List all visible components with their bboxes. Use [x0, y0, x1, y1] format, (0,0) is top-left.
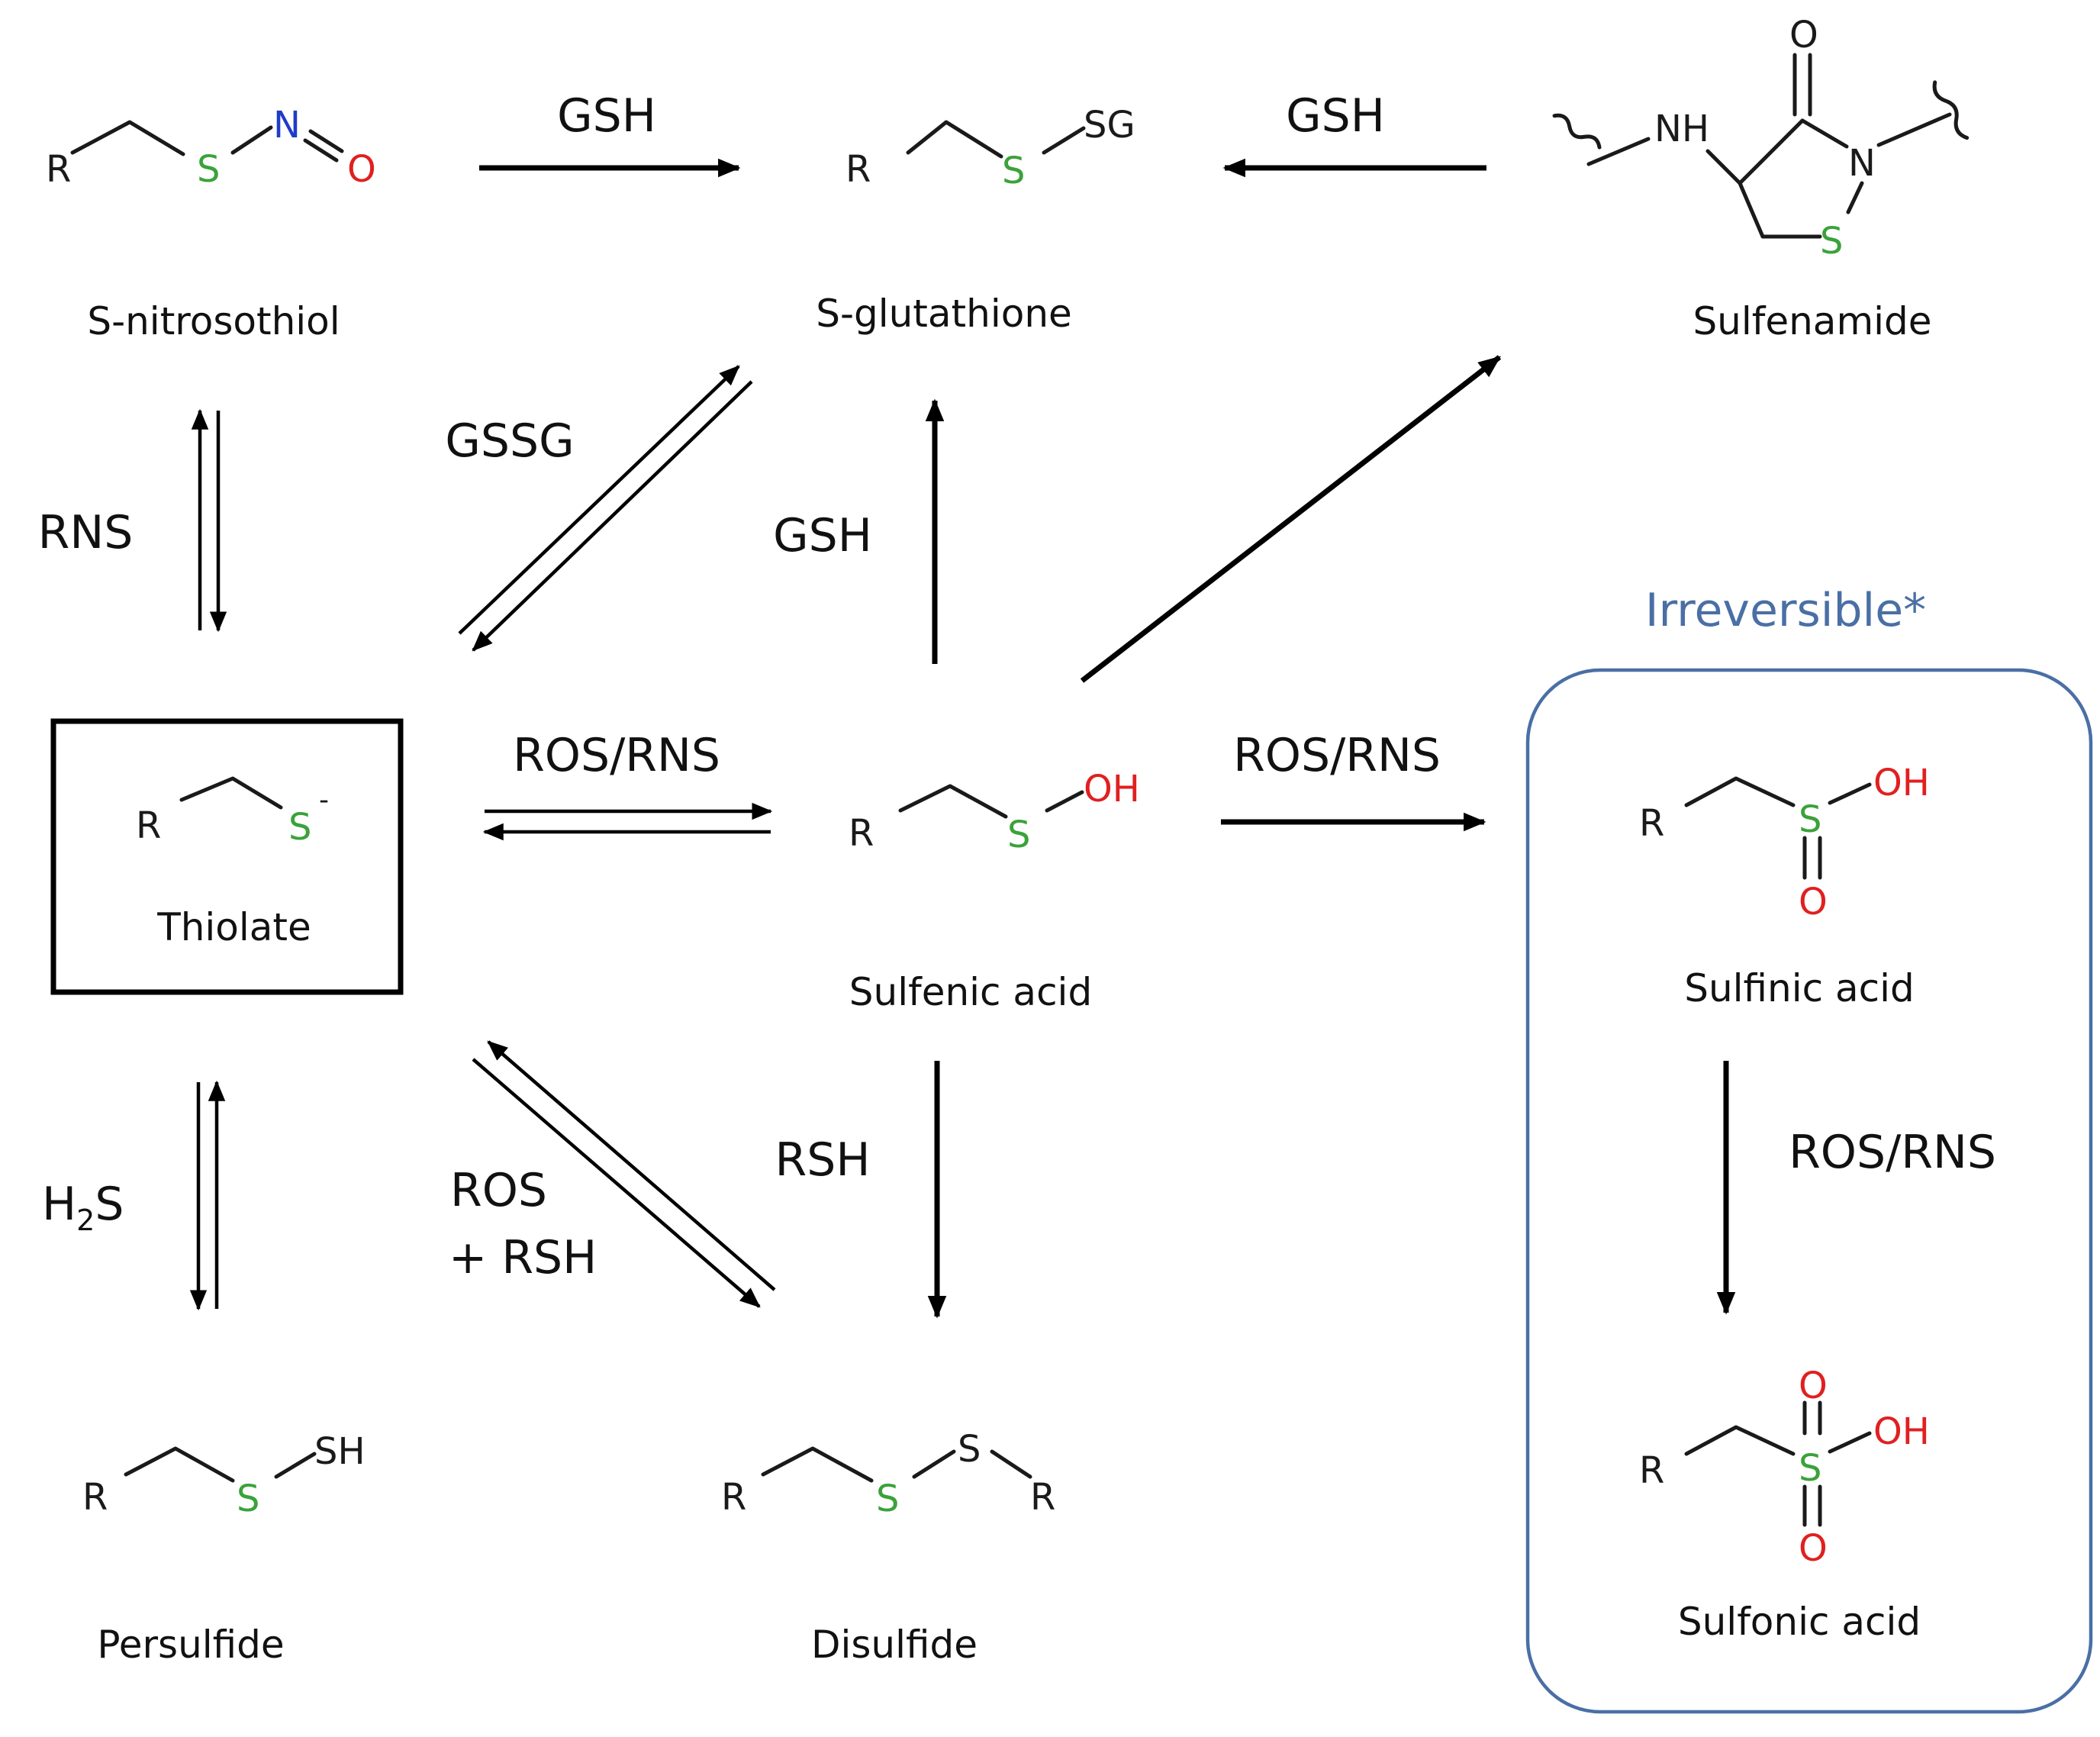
- r-group-label: R: [721, 1476, 746, 1519]
- arrow-disulfide-to-thiolate: [487, 1040, 776, 1291]
- reagent-plus-rsh: + RSH: [449, 1231, 597, 1284]
- r-group-label: R: [1639, 802, 1664, 845]
- reagent-gsh-top-right: GSH: [1286, 89, 1385, 143]
- sulfur-atom: S: [197, 148, 220, 191]
- sulfinic-acid-structure: R S OH O: [1639, 762, 1930, 923]
- arrow-sulfenic-to-sulfenamide: [1080, 355, 1502, 683]
- thiolate-label: Thiolate: [156, 905, 311, 949]
- sg-group-label: SG: [1084, 104, 1135, 147]
- carbonyl-oxygen: O: [1789, 14, 1818, 56]
- sulfenamide-structure: NH O N S: [1552, 14, 1970, 263]
- sulfonic-acid-structure: R S OH O O: [1639, 1365, 1930, 1570]
- thiolate-structure: R S -: [136, 776, 329, 849]
- disulfide-structure: R S S R: [721, 1428, 1055, 1520]
- r-group-label: R: [82, 1476, 108, 1519]
- irreversible-title: Irreversible*: [1645, 584, 1926, 637]
- h2s-subscript: 2: [76, 1204, 95, 1237]
- sulfonic-acid-label: Sulfonic acid: [1678, 1600, 1921, 1644]
- r-group-label: R: [845, 148, 871, 191]
- arrow-thiolate-to-glutathione: [458, 365, 740, 635]
- sulfonyl-oxygen-top: O: [1799, 1365, 1828, 1407]
- hydroxyl-group: OH: [1873, 762, 1930, 804]
- sulfonyl-oxygen-bottom: O: [1799, 1527, 1828, 1570]
- sulfinyl-oxygen: O: [1799, 881, 1828, 923]
- irreversible-panel: [1525, 668, 2093, 1714]
- sulfur-atom: S: [237, 1478, 259, 1520]
- reagent-rsh: RSH: [775, 1133, 871, 1187]
- r-group-label: R: [136, 804, 161, 847]
- reagent-ros-rns-center: ROS/RNS: [513, 729, 720, 782]
- sulfinic-acid-label: Sulfinic acid: [1684, 966, 1915, 1010]
- reagent-ros-rns-right: ROS/RNS: [1233, 729, 1441, 782]
- reagent-ros: ROS: [450, 1164, 547, 1217]
- sulfur-atom: S: [1007, 814, 1030, 856]
- r-group-label: R: [46, 148, 71, 191]
- s-nitrosothiol-label: S-nitrosothiol: [87, 299, 340, 343]
- oxygen-atom: O: [347, 148, 376, 191]
- s-glutathione-label: S-glutathione: [816, 292, 1072, 336]
- reagent-h2s: H2S: [42, 1178, 124, 1237]
- disulfide-label: Disulfide: [811, 1623, 978, 1667]
- arrow-thiolate-to-disulfide: [472, 1058, 761, 1308]
- sulfenamide-label: Sulfenamide: [1693, 299, 1931, 343]
- reagent-ros-rns-irreversible: ROS/RNS: [1789, 1126, 1996, 1179]
- h2s-s: S: [95, 1178, 124, 1231]
- sulfur-atom-green: S: [876, 1478, 899, 1520]
- ring-sulfur: S: [1820, 220, 1843, 263]
- r-group-label-end: R: [1030, 1476, 1055, 1519]
- sulfur-atom-black: S: [958, 1428, 981, 1471]
- s-glutathione-structure: R S SG: [845, 104, 1135, 192]
- sulfur-atom: S: [1799, 798, 1821, 841]
- arrow-glutathione-to-thiolate: [472, 380, 753, 652]
- sulfenic-acid-structure: R S OH: [849, 768, 1140, 856]
- persulfide-label: Persulfide: [97, 1623, 284, 1667]
- r-group-label: R: [1639, 1449, 1664, 1492]
- hydroxyl-group: OH: [1873, 1410, 1930, 1453]
- sulfenic-acid-label: Sulfenic acid: [849, 970, 1092, 1014]
- r-group-label: R: [849, 812, 874, 855]
- nitrogen-atom: N: [273, 104, 301, 147]
- ring-nitrogen: N: [1848, 142, 1876, 185]
- h2s-h: H: [42, 1178, 76, 1231]
- sulfur-atom: S: [1002, 150, 1025, 192]
- nh-group-label: NH: [1654, 108, 1709, 150]
- sulfur-atom: S: [1799, 1447, 1821, 1490]
- reagent-gsh-vertical: GSH: [773, 509, 872, 562]
- negative-charge: -: [319, 785, 329, 816]
- s-nitrosothiol-structure: R S N O: [46, 104, 376, 191]
- thiolate-box: [50, 718, 404, 995]
- sulfur-atom: S: [288, 806, 311, 849]
- persulfide-structure: R S SH: [82, 1430, 366, 1520]
- reagent-gssg: GSSG: [445, 414, 574, 468]
- reagent-rns: RNS: [38, 506, 134, 559]
- hydroxyl-group: OH: [1084, 768, 1140, 810]
- reagent-gsh-top-left: GSH: [557, 89, 656, 143]
- sh-group-label: SH: [314, 1430, 366, 1473]
